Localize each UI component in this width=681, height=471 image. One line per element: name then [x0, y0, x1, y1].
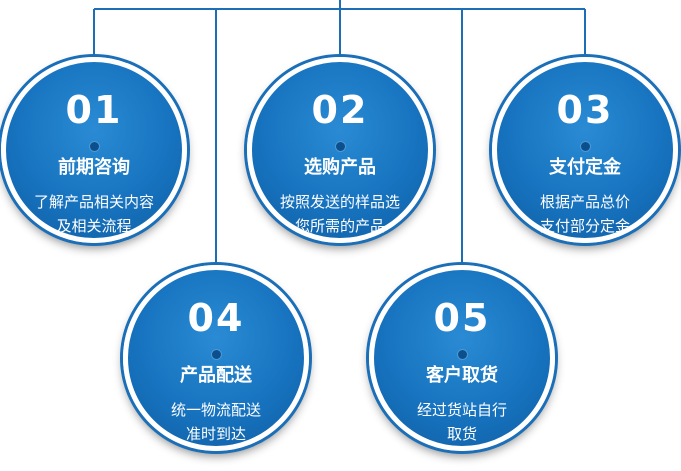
- step-02-circle: 02 选购产品 按照发送的样品选 您所需的产品: [247, 57, 433, 243]
- step-description: 统一物流配送 准时到达: [140, 398, 292, 446]
- step-description: 了解产品相关内容 及相关流程: [18, 190, 170, 238]
- step-description-line: 取货: [446, 425, 477, 443]
- step-description: 按照发送的样品选 您所需的产品: [264, 190, 416, 238]
- step-description-line: 统一物流配送: [170, 401, 261, 419]
- dot-icon: [211, 350, 221, 359]
- step-description: 根据产品总价 支付部分定金: [509, 190, 661, 238]
- step-01-circle: 01 前期咨询 了解产品相关内容 及相关流程: [1, 57, 187, 243]
- step-05-circle: 05 客户取货 经过货站自行 取货: [369, 265, 555, 451]
- step-number: 03: [556, 88, 614, 132]
- step-number: 02: [311, 88, 369, 132]
- step-title: 支付定金: [549, 157, 621, 178]
- step-03-circle: 03 支付定金 根据产品总价 支付部分定金: [492, 57, 678, 243]
- step-title: 产品配送: [180, 365, 252, 386]
- step-description-line: 经过货站自行: [416, 401, 507, 419]
- step-description-line: 根据产品总价: [539, 193, 630, 211]
- step-number: 01: [65, 88, 123, 132]
- step-description-line: 按照发送的样品选: [279, 193, 400, 211]
- dot-icon: [580, 142, 590, 151]
- dot-icon: [89, 142, 99, 151]
- step-number: 04: [187, 296, 245, 340]
- step-description-line: 了解产品相关内容: [33, 193, 154, 211]
- step-number: 05: [433, 296, 491, 340]
- dot-icon: [457, 350, 467, 359]
- step-title: 选购产品: [304, 157, 376, 178]
- step-title: 客户取货: [426, 365, 498, 386]
- step-description: 经过货站自行 取货: [386, 398, 538, 446]
- step-description-line: 您所需的产品: [294, 217, 385, 235]
- step-description-line: 及相关流程: [56, 217, 132, 235]
- dot-icon: [335, 142, 345, 151]
- step-description-line: 准时到达: [185, 425, 246, 443]
- step-title: 前期咨询: [58, 157, 130, 178]
- step-description-line: 支付部分定金: [539, 217, 630, 235]
- step-04-circle: 04 产品配送 统一物流配送 准时到达: [123, 265, 309, 451]
